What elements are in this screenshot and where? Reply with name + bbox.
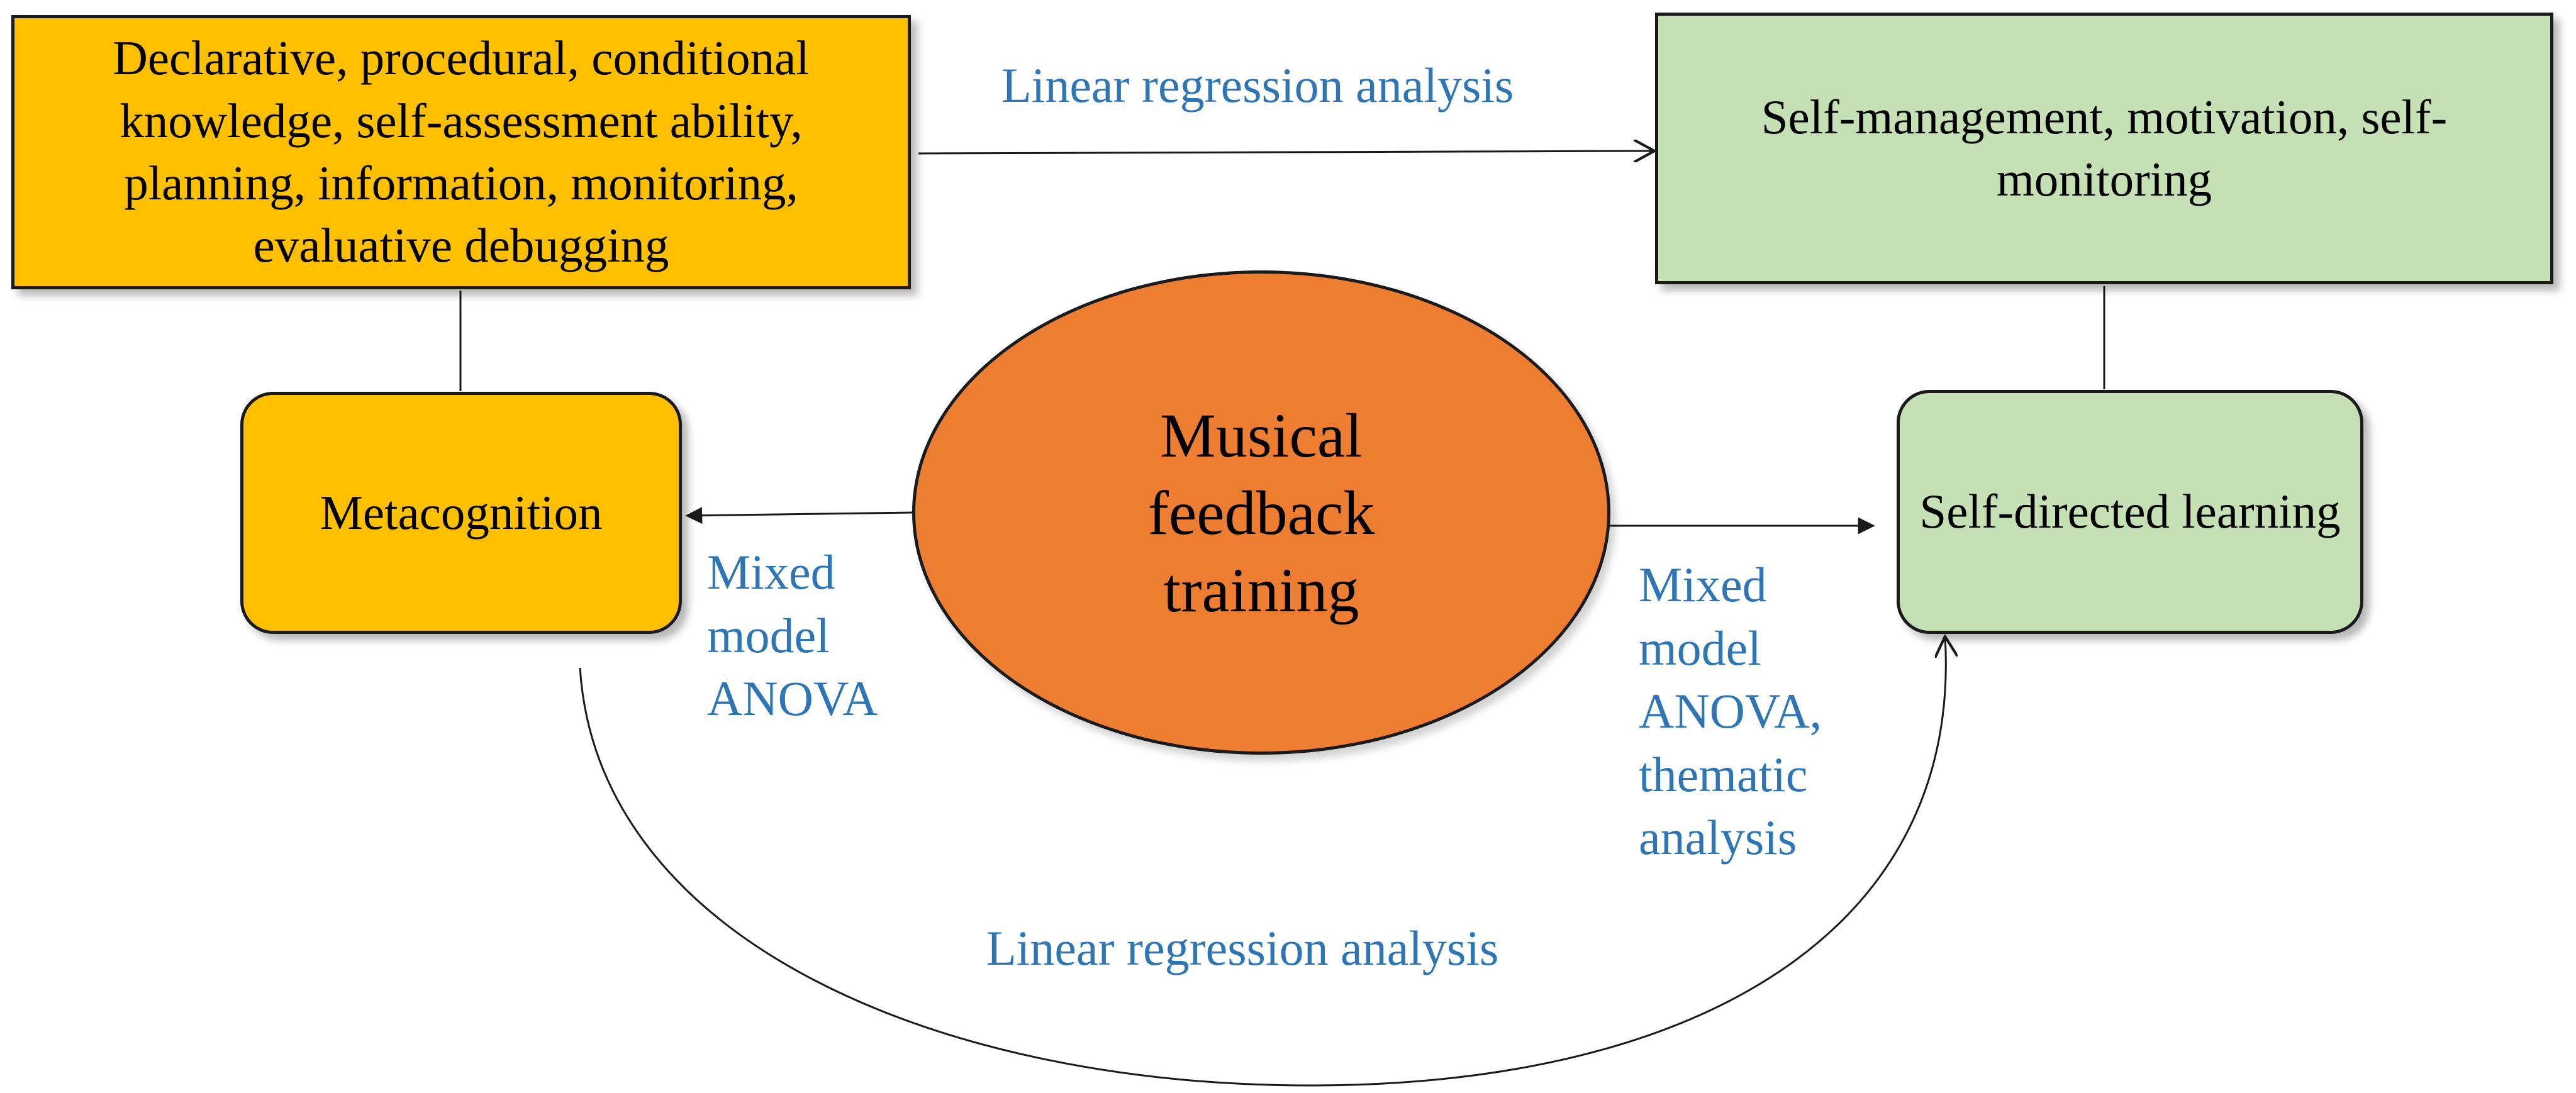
top-edge-label: Linear regression analysis: [1001, 58, 1514, 113]
feedback-to-metacognition-arrow: [685, 507, 914, 524]
metacognition-node: Metacognition: [240, 392, 682, 634]
metacognition-to-sdl-curve: [579, 636, 1946, 1087]
knowledge-node: Declarative, procedural, conditional kno…: [11, 15, 911, 289]
self-management-node: Self-management, motivation, self-monito…: [1655, 13, 2553, 284]
self-directed-learning-node: Self-directed learning: [1897, 390, 2363, 634]
knowledge-to-self-management-arrow: [918, 151, 1654, 153]
left-edge-label: Mixed model ANOVA: [707, 545, 878, 726]
self-management-node-text: Self-management, motivation, self-monito…: [1761, 89, 2448, 206]
right-edge-label: Mixed model ANOVA, thematic analysis: [1639, 557, 1822, 865]
knowledge-node-text: Declarative, procedural, conditional kno…: [113, 31, 810, 273]
musical-feedback-training-text: Musical feedback training: [1147, 400, 1375, 625]
self-directed-learning-node-text: Self-directed learning: [1919, 484, 2341, 539]
metacognition-node-text: Metacognition: [320, 485, 603, 540]
musical-feedback-training-node: Musical feedback training: [912, 270, 1610, 755]
bottom-edge-label: Linear regression analysis: [986, 921, 1499, 975]
